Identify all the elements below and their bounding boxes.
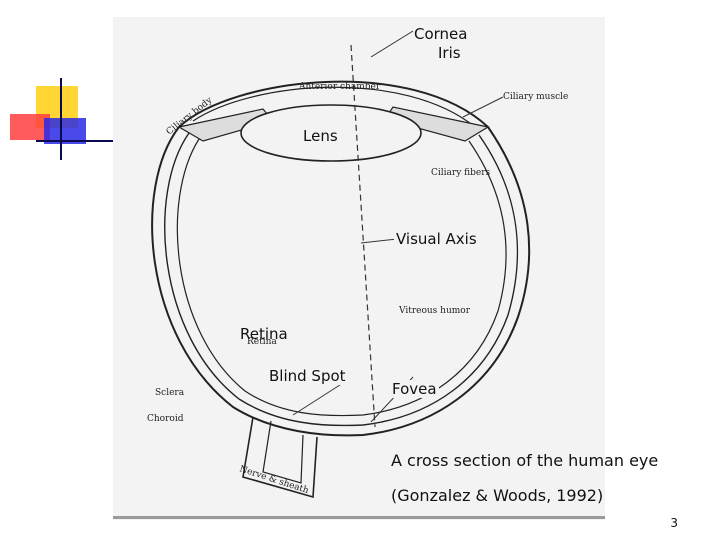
retina-outline <box>176 138 507 417</box>
leader-visual-axis <box>360 238 398 244</box>
label-visual-axis: Visual Axis <box>394 230 479 248</box>
decor-horizontal-line <box>36 140 116 142</box>
label-fovea: Fovea <box>390 380 439 398</box>
decor-red-square <box>10 114 50 140</box>
label-ciliary-muscle: Ciliary muscle <box>503 92 568 102</box>
leader-blind-spot <box>292 382 344 416</box>
label-retina: Retina <box>240 325 288 343</box>
label-ciliary-fibers: Ciliary fibers <box>431 168 491 178</box>
label-nerve-sheath: Nerve & sheath <box>238 464 310 496</box>
sclera-outline <box>151 126 531 437</box>
label-sclera: Sclera <box>155 388 185 398</box>
optic-nerve-inner <box>262 420 304 484</box>
scan-bottom-edge <box>113 516 605 519</box>
caption-citation: (Gonzalez & Woods, 1992) <box>391 486 604 505</box>
visual-axis-line <box>350 44 376 428</box>
label-blind-spot: Blind Spot <box>267 367 348 385</box>
page-number: 3 <box>670 516 678 530</box>
decor-vertical-line <box>60 78 62 160</box>
cornea-inner <box>192 86 476 128</box>
optic-nerve <box>242 416 318 499</box>
leader-cornea <box>370 30 414 58</box>
choroid-outline <box>164 132 519 427</box>
label-iris: Iris <box>438 44 461 62</box>
label-cornea: Cornea <box>414 25 468 43</box>
label-anterior-chamber: Anterior chamber <box>298 82 381 92</box>
label-retina-small: Retina <box>247 337 277 347</box>
caption-title: A cross section of the human eye <box>391 451 659 470</box>
label-choroid: Choroid <box>147 414 184 424</box>
leader-ciliary-muscle <box>462 96 504 118</box>
label-lens: Lens <box>301 127 340 145</box>
eye-cross-section-diagram: Anterior chamber Ciliary body Ciliary mu… <box>147 30 568 499</box>
cornea-outline <box>178 80 489 128</box>
decor-blue-square <box>44 118 86 144</box>
label-vitreous-humor: Vitreous humor <box>398 306 471 316</box>
